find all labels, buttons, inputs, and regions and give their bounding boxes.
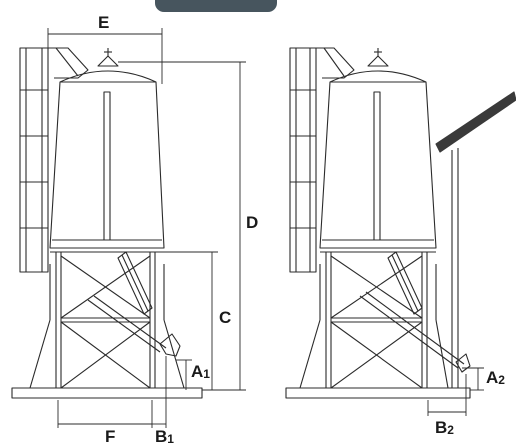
right-roof [329,48,427,83]
right-discharge-screw [359,251,471,373]
left-silo [11,47,203,399]
right-ladder-cage [289,47,317,273]
dimension-label-b1: B1 [155,427,174,446]
left-top-chute [48,47,89,79]
left-base-plate [11,387,203,399]
left-dimensions [47,28,246,428]
right-silo-body [319,81,437,253]
right-top-chute [316,47,355,79]
dimension-label-a1: A1 [191,362,210,381]
dimension-label-e: E [98,13,110,32]
dimension-label-c: C [219,308,232,327]
left-discharge-screw [87,251,181,357]
right-inclined-conveyor [435,91,516,388]
left-ladder-cage [19,47,49,273]
right-support-frame [299,252,449,389]
right-base-plate [285,387,471,399]
right-silo [285,47,516,399]
left-silo-body [49,81,165,253]
left-roof [59,48,157,83]
dimension-label-f: F [105,427,116,446]
right-dimensions [427,367,484,416]
dimension-label-a2: A2 [486,368,505,387]
header-tab [155,0,277,12]
dimension-label-b2: B2 [435,418,454,437]
left-support-frame [29,252,185,389]
dimension-label-d: D [246,213,259,232]
